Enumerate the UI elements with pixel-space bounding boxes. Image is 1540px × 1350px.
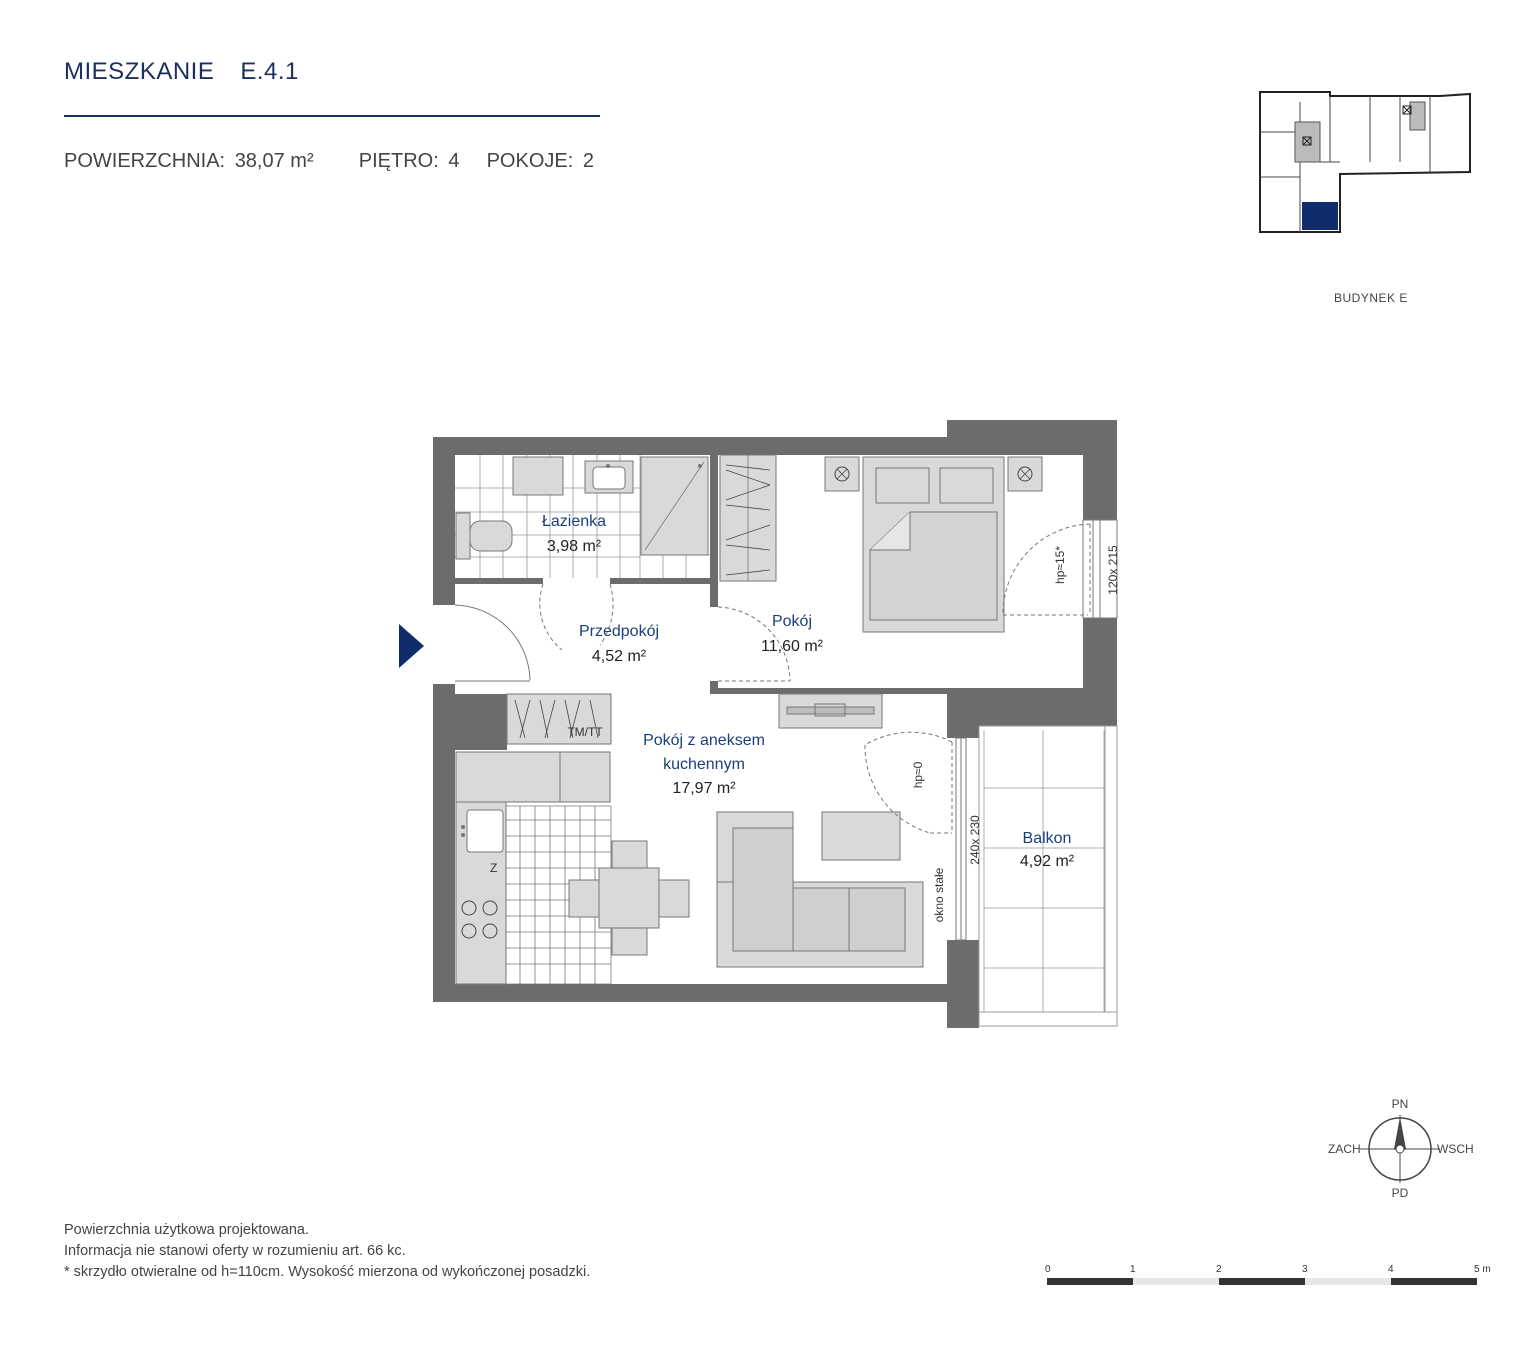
area-label: POWIERZCHNIA: <box>64 150 226 172</box>
entrance-door <box>399 604 531 682</box>
bed <box>824 456 1043 633</box>
compass: PN PD ZACH WSCH <box>1328 1097 1474 1200</box>
scale-tick-2: 2 <box>1216 1264 1222 1275</box>
bathroom-fixtures <box>455 456 709 560</box>
footnotes: Powierzchnia użytkowa projektowana. Info… <box>64 1220 590 1283</box>
svg-text:Z: Z <box>490 861 497 875</box>
walls <box>433 420 1117 1028</box>
scale-tick-3: 3 <box>1302 1264 1308 1275</box>
wardrobe <box>719 454 777 582</box>
tm-tt-label: TM/TT <box>567 725 603 739</box>
living-window-height: hp≈0 <box>911 761 925 788</box>
floor-label: PIĘTRO: <box>358 150 439 172</box>
compass-north: PN <box>1392 1097 1409 1111</box>
bedroom-area: 11,60 m² <box>761 638 824 655</box>
floor-value: 4 <box>448 150 460 172</box>
compass-east: WSCH <box>1437 1142 1474 1156</box>
building-keyplan <box>1259 91 1471 233</box>
compass-west: ZACH <box>1328 1142 1361 1156</box>
living-name-line1: Pokój z aneksem <box>643 732 765 749</box>
apartment-stats: POWIERZCHNIA: 38,07 m² PIĘTRO: 4 POKOJE:… <box>64 150 598 173</box>
balcony-area: 4,92 m² <box>1020 853 1075 870</box>
bedroom-window-size: 120x 215 <box>1106 545 1120 595</box>
compass-south: PD <box>1392 1186 1409 1200</box>
bathroom-name: Łazienka <box>542 513 606 530</box>
balcony-doors <box>864 731 967 941</box>
hall-name: Przedpokój <box>579 623 659 640</box>
sofa <box>716 811 924 968</box>
scale-tick-0: 0 <box>1045 1264 1051 1275</box>
tv-unit <box>778 693 883 729</box>
balcony <box>978 725 1118 1027</box>
scale-bar: 0 1 2 3 4 5 m <box>1045 1264 1491 1285</box>
hall-area: 4,52 m² <box>592 648 647 665</box>
keyplan-label: BUDYNEK E <box>1334 291 1408 305</box>
rooms-value: 2 <box>582 150 594 172</box>
note-line-2: Informacja nie stanowi oferty w rozumien… <box>64 1243 406 1259</box>
rooms-label: POKOJE: <box>486 150 574 172</box>
scale-tick-4: 4 <box>1388 1264 1394 1275</box>
bedroom-window <box>1002 519 1118 619</box>
living-window-size: 240x 230 <box>968 815 982 865</box>
bedroom-name: Pokój <box>772 613 812 630</box>
interior-doors <box>539 583 791 682</box>
balcony-name: Balkon <box>1023 830 1072 847</box>
scale-tick-1: 1 <box>1130 1264 1136 1275</box>
title-divider <box>64 115 600 117</box>
note-line-1: Powierzchnia użytkowa projektowana. <box>64 1222 310 1238</box>
scale-tick-5: 5 m <box>1474 1264 1491 1275</box>
apartment-code: E.4.1 <box>240 58 299 85</box>
living-area: 17,97 m² <box>672 780 736 797</box>
title-word: MIESZKANIE <box>64 58 215 85</box>
apartment-title: MIESZKANIE E.4.1 <box>64 58 299 86</box>
living-name-line2: kuchennym <box>663 756 745 773</box>
fixed-window-label: okno stałe <box>932 867 946 922</box>
area-value: 38,07 m² <box>234 150 314 172</box>
dining-table <box>568 840 690 956</box>
note-line-3: * skrzydło otwieralne od h=110cm. Wysoko… <box>64 1264 591 1280</box>
kitchen: Z <box>455 693 612 985</box>
bathroom-area: 3,98 m² <box>547 538 602 555</box>
bedroom-window-height: hp≈15* <box>1053 546 1067 584</box>
